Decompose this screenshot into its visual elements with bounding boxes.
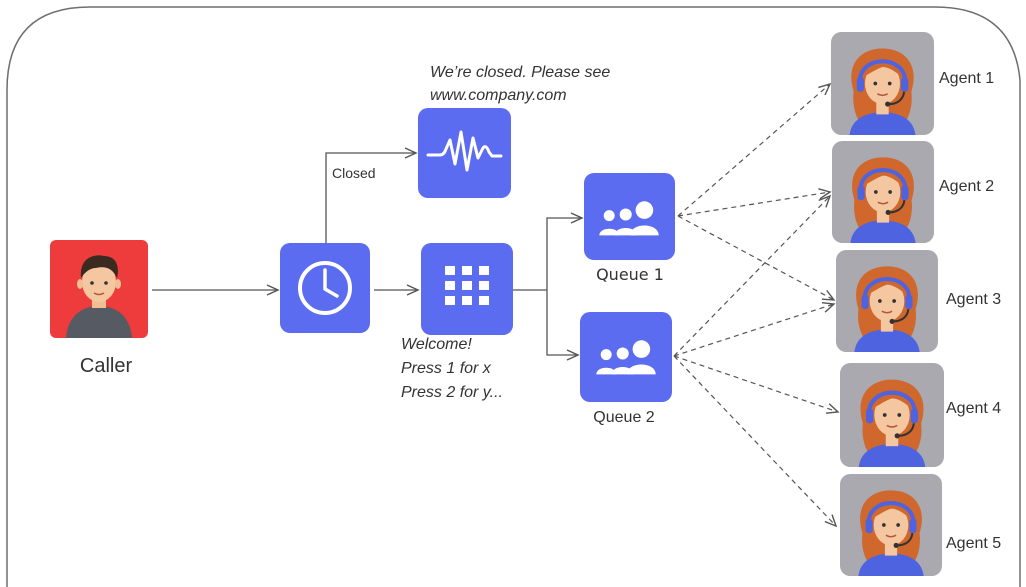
edge-q2-agent5 (673, 355, 838, 528)
agent-3[interactable]: Agent 3 (836, 250, 1001, 352)
ivr-line1: Welcome! (401, 336, 472, 353)
edge-keypad-queue1 (546, 212, 584, 290)
edge-q1-agent1 (677, 82, 832, 217)
ivr-line3: Press 2 for y... (401, 384, 503, 401)
headset-agent-avatar-icon (831, 32, 934, 135)
agent-label: Agent 5 (946, 535, 1001, 552)
audio-waveform-icon (426, 130, 503, 172)
edge-q2-agent3 (673, 301, 836, 357)
headset-agent-avatar-icon (832, 141, 934, 243)
caller-node[interactable]: Caller (50, 240, 148, 377)
agent-5[interactable]: Agent 5 (840, 474, 1001, 576)
agent-2[interactable]: Agent 2 (832, 141, 994, 243)
edge-q1-agent2 (677, 188, 832, 217)
agent-label: Agent 1 (939, 70, 994, 87)
headset-agent-avatar-icon (840, 474, 942, 576)
agent-label: Agent 2 (939, 178, 994, 195)
edge-q1-agent3 (677, 215, 836, 301)
closed-message-line2: www.company.com (430, 87, 567, 104)
queue2-node[interactable]: Queue 2 (580, 312, 672, 426)
clock-node[interactable] (280, 243, 370, 333)
edge-closed-label: Closed (332, 165, 376, 181)
queue1-agent-edges (677, 82, 836, 301)
agent-label: Agent 4 (946, 400, 1001, 417)
closed-message-node[interactable] (418, 108, 511, 198)
agent-label: Agent 3 (946, 291, 1001, 308)
agent-4[interactable]: Agent 4 (840, 363, 1001, 467)
edge-clock-closed (325, 147, 418, 243)
person-avatar-icon (66, 255, 132, 338)
queue2-agent-edges (673, 194, 840, 528)
keypad-grid-icon (445, 266, 489, 305)
headset-agent-avatar-icon (840, 363, 944, 467)
edge-q2-agent4 (673, 355, 840, 414)
caller-label: Caller (80, 355, 133, 377)
headset-agent-avatar-icon (836, 250, 938, 352)
edge-keypad-queue2 (546, 290, 580, 361)
ivr-node[interactable] (421, 243, 513, 335)
closed-message-line1: We’re closed. Please see (430, 64, 610, 81)
queue1-label: Queue 1 (596, 265, 664, 284)
ivr-line2: Press 1 for x (401, 360, 492, 377)
clock-icon (298, 261, 352, 315)
edge-q2-agent2 (673, 194, 832, 357)
frame-border (6, 6, 1021, 587)
agent-1[interactable]: Agent 1 (831, 32, 994, 135)
queue2-label: Queue 2 (593, 409, 654, 426)
queue1-node[interactable]: Queue 1 (584, 173, 675, 284)
